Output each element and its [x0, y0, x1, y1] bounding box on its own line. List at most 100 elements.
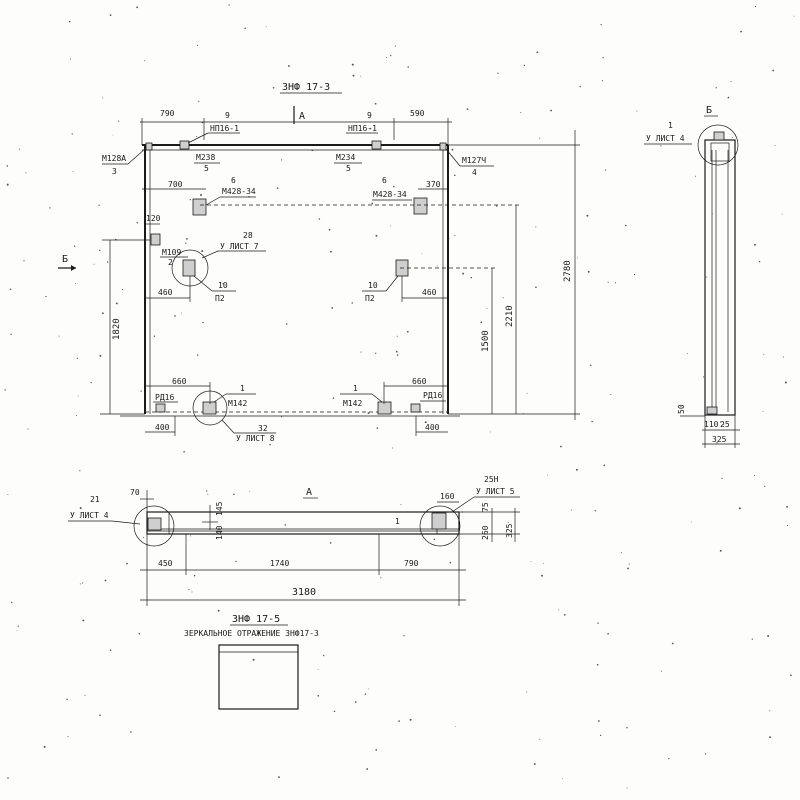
- speckle: [626, 787, 628, 789]
- plan-plate-right: [431, 512, 447, 530]
- label-1-left: 1: [240, 384, 245, 393]
- dim-790: 790: [160, 109, 175, 118]
- speckle: [228, 4, 230, 6]
- label-m428-right: М428-34: [373, 190, 407, 199]
- speckle: [535, 286, 537, 289]
- speckle: [394, 45, 396, 47]
- speckle: [265, 26, 267, 28]
- speckle: [706, 276, 708, 278]
- speckle: [391, 447, 393, 449]
- speckle: [454, 726, 456, 728]
- speckle: [731, 136, 733, 139]
- speckle: [4, 389, 6, 391]
- speckle: [633, 273, 636, 276]
- label-ulist8: У ЛИСТ 8: [236, 434, 275, 443]
- speckle: [200, 194, 202, 196]
- speckle: [386, 57, 387, 58]
- speckle: [109, 649, 112, 651]
- speckle: [190, 535, 192, 537]
- speckle: [330, 250, 332, 253]
- label-6-left: 6: [231, 176, 236, 185]
- side-dim-25: 25: [720, 420, 730, 429]
- plate-pd16-right: [410, 403, 421, 413]
- speckle: [536, 51, 539, 54]
- dim-700: 700: [168, 180, 183, 189]
- plan-dim-1740: 1740: [270, 559, 289, 568]
- speckle: [393, 185, 395, 188]
- speckle: [278, 776, 280, 778]
- plan-view-a: А 1 21 У ЛИСТ 4 70 25Н У ЛИСТ 5 160 145 …: [68, 475, 520, 606]
- speckle: [507, 521, 509, 523]
- plan-dim-75: 75: [481, 502, 490, 512]
- speckle: [185, 242, 187, 244]
- speckle: [104, 579, 107, 582]
- dim-400-left: 400: [155, 423, 170, 432]
- speckle: [421, 253, 423, 255]
- variant-mirror-note: ЗЕРКАЛЬНОЕ ОТРАЖЕНИЕ ЗНФ17-3: [184, 629, 319, 638]
- speckle: [66, 698, 68, 701]
- speckle: [188, 588, 190, 591]
- speckle: [762, 410, 764, 412]
- speckle: [360, 75, 362, 77]
- speckle: [144, 60, 146, 62]
- speckle: [660, 145, 662, 147]
- speckle: [375, 352, 377, 354]
- speckle: [371, 202, 374, 205]
- speckle: [351, 302, 353, 304]
- speckle: [454, 174, 456, 176]
- side-dim-325: 325: [712, 435, 727, 444]
- speckle: [396, 335, 398, 337]
- speckle: [533, 763, 536, 766]
- speckle: [783, 356, 785, 358]
- plan-dim-260: 260: [481, 525, 490, 540]
- speckle: [198, 100, 200, 102]
- speckle: [625, 224, 627, 227]
- speckle: [183, 451, 185, 453]
- speckle: [16, 629, 18, 631]
- speckle: [77, 395, 79, 397]
- speckle: [143, 536, 145, 539]
- plate-np16-right: [371, 140, 382, 150]
- dim-660-left: 660: [172, 377, 187, 386]
- speckle: [520, 111, 522, 113]
- side-label-1: 1: [668, 121, 673, 130]
- speckle: [67, 736, 69, 738]
- speckle: [329, 542, 332, 544]
- section-a-letter: А: [299, 111, 305, 122]
- speckle: [354, 701, 357, 703]
- speckle: [454, 235, 456, 237]
- speckle: [99, 714, 101, 716]
- speckle: [523, 64, 526, 67]
- speckle: [754, 5, 757, 8]
- speckle: [191, 591, 193, 593]
- plate-m142-right: [377, 401, 392, 415]
- plate-p2-left: [182, 259, 196, 277]
- speckle: [546, 474, 548, 476]
- speckle: [406, 330, 409, 333]
- label-2: 2: [168, 258, 173, 267]
- speckle: [121, 289, 124, 291]
- speckle: [7, 494, 9, 495]
- speckle: [396, 354, 399, 356]
- side-panel-outline: [704, 139, 736, 416]
- label-10-left: 10: [218, 281, 228, 290]
- speckle: [17, 625, 19, 627]
- speckle: [332, 397, 335, 399]
- speckle: [704, 753, 707, 755]
- plan-label-1: 1: [395, 517, 400, 526]
- speckle: [206, 490, 208, 492]
- speckle: [7, 777, 9, 779]
- speckle: [730, 80, 732, 82]
- speckle: [784, 381, 787, 384]
- plan-dim-325: 325: [505, 523, 514, 538]
- speckle: [102, 97, 104, 99]
- speckle: [269, 443, 271, 446]
- side-detail-circle: [697, 124, 739, 166]
- speckle: [636, 110, 638, 112]
- speckle: [466, 108, 469, 111]
- speckle: [217, 609, 220, 612]
- label-9-left: 9: [225, 111, 230, 120]
- section-a-marker: А: [293, 106, 305, 124]
- speckle: [614, 282, 617, 284]
- speckle: [126, 562, 128, 565]
